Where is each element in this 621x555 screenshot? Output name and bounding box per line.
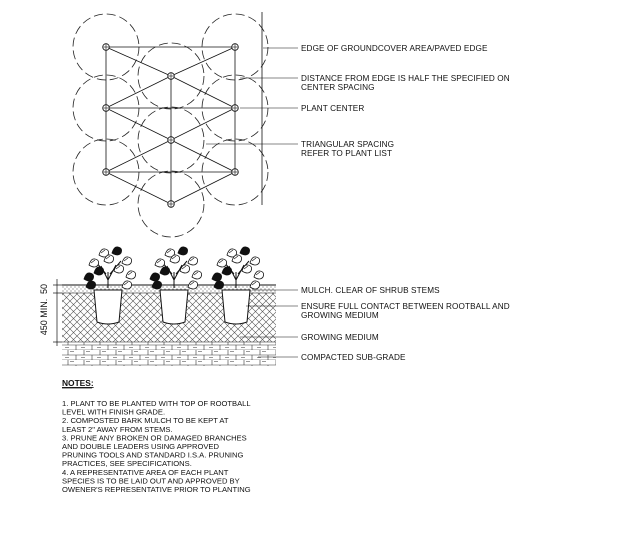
- callout-spacing-line-1: TRIANGULAR SPACING: [301, 140, 394, 149]
- note-line: PRUNING TOOLS AND STANDARD I.S.A. PRUNIN…: [62, 451, 244, 460]
- growing-medium-depth-dimension: 450 MIN.: [39, 299, 49, 336]
- callout-plant-center: PLANT CENTER: [240, 104, 364, 113]
- plant-center-symbol: [102, 43, 110, 51]
- spacing-line: [170, 46, 236, 77]
- callout-edge-text: EDGE OF GROUNDCOVER AREA/PAVED EDGE: [301, 44, 488, 53]
- callout-subgrade: COMPACTED SUB-GRADE: [258, 353, 406, 362]
- plant-center-symbol: [231, 168, 239, 176]
- plant-center-symbol: [231, 43, 239, 51]
- rootball: [159, 289, 189, 325]
- rootball: [221, 289, 251, 325]
- shrubs: [83, 246, 264, 290]
- callout-spacing-line-2: REFER TO PLANT LIST: [301, 149, 392, 158]
- note-line: 3. PRUNE ANY BROKEN OR DAMAGED BRANCHES: [62, 433, 247, 442]
- plant-spread-circle: [137, 106, 205, 174]
- svg-text:PLANT CENTER: PLANT CENTER: [301, 104, 364, 113]
- triangular-spacing-lines: [105, 46, 236, 205]
- svg-text:MULCH. CLEAR OF SHRUB STEMS: MULCH. CLEAR OF SHRUB STEMS: [301, 286, 440, 295]
- note-line: 1. PLANT TO BE PLANTED WITH TOP OF ROOTB…: [62, 399, 250, 408]
- plant-center-symbol: [167, 136, 175, 144]
- plant-center-symbol: [167, 200, 175, 208]
- spacing-line: [105, 139, 172, 173]
- shrub: [211, 246, 264, 290]
- callout-mulch-text: MULCH. CLEAR OF SHRUB STEMS: [301, 286, 440, 295]
- shrub: [83, 246, 136, 290]
- callout-rootball-contact: ENSURE FULL CONTACT BETWEEN ROOTBALL AND…: [246, 302, 512, 320]
- plant-spread-circle: [201, 13, 269, 81]
- note-line: PRACTICES, SEE SPECIFICATIONS.: [62, 459, 192, 468]
- svg-text:1. PLANT TO BE PLANTED WITH TO: 1. PLANT TO BE PLANTED WITH TOP OF ROOTB…: [62, 399, 252, 494]
- spacing-line: [170, 171, 236, 205]
- note-line: AND DOUBLE LEADERS USING APPROVED: [62, 442, 219, 451]
- svg-text:GROWING MEDIUM: GROWING MEDIUM: [301, 333, 379, 342]
- spacing-line: [105, 46, 172, 77]
- svg-text:ENSURE FULL CONTACT BETWEEN RO: ENSURE FULL CONTACT BETWEEN ROOTBALL AND…: [301, 302, 512, 320]
- note-line: 4. A REPRESENTATIVE AREA OF EACH PLANT: [62, 468, 229, 477]
- spacing-line: [170, 75, 236, 109]
- plant-center-symbols: [102, 43, 239, 208]
- note-line: LEAST 2" AWAY FROM STEMS.: [62, 425, 173, 434]
- svg-text:TRIANGULAR SPACING REF: TRIANGULAR SPACING REFER TO PLANT LIST: [301, 140, 396, 158]
- plant-center-symbol: [102, 168, 110, 176]
- svg-text:EDGE OF GROUNDCOVER AREA/PAVED: EDGE OF GROUNDCOVER AREA/PAVED EDGE: [301, 44, 488, 53]
- callout-contact-line-1: ENSURE FULL CONTACT BETWEEN ROOTBALL AND: [301, 302, 510, 311]
- dimension-strings: 50 450 MIN.: [39, 279, 62, 346]
- rootball: [93, 289, 123, 325]
- callout-growing-medium: GROWING MEDIUM: [240, 333, 379, 342]
- callout-mulch: MULCH. CLEAR OF SHRUB STEMS: [252, 286, 440, 295]
- plant-spread-circle: [201, 138, 269, 206]
- spacing-line: [170, 107, 236, 141]
- plant-center-symbol: [231, 104, 239, 112]
- spacing-line: [170, 139, 236, 173]
- plant-spread-circle: [137, 170, 205, 238]
- mulch-layer: [62, 285, 276, 293]
- callout-distance-line-1: DISTANCE FROM EDGE IS HALF THE SPECIFIED…: [301, 74, 510, 83]
- section-callouts: MULCH. CLEAR OF SHRUB STEMS ENSURE FULL …: [240, 286, 512, 362]
- spacing-line: [105, 107, 172, 141]
- note-line: 2. COMPOSTED BARK MULCH TO BE KEPT AT: [62, 416, 229, 425]
- note-line: LEVEL WITH FINISH GRADE.: [62, 408, 165, 417]
- svg-text:COMPACTED SUB-GRADE: COMPACTED SUB-GRADE: [301, 353, 406, 362]
- callout-contact-line-2: GROWING MEDIUM: [301, 311, 379, 320]
- notes-block: NOTES: 1. PLANT TO BE PLANTED WITH TOP O…: [62, 378, 252, 494]
- spacing-line: [105, 75, 172, 109]
- plant-center-symbol: [167, 72, 175, 80]
- plan-callouts: EDGE OF GROUNDCOVER AREA/PAVED EDGE DIST…: [206, 44, 512, 158]
- note-line: OWENER'S REPRESENTATIVE PRIOR TO PLANTIN…: [62, 485, 251, 494]
- plant-spread-circle: [137, 42, 205, 110]
- spacing-line: [105, 171, 172, 205]
- callout-distance: DISTANCE FROM EDGE IS HALF THE SPECIFIED…: [240, 74, 512, 92]
- callout-medium-text: GROWING MEDIUM: [301, 333, 379, 342]
- callout-distance-line-2: CENTER SPACING: [301, 83, 375, 92]
- rootballs: [93, 289, 251, 325]
- svg-text:DISTANCE FROM EDGE IS HALF THE: DISTANCE FROM EDGE IS HALF THE SPECIFIED…: [301, 74, 512, 92]
- callout-triangular-spacing: TRIANGULAR SPACING REFER TO PLANT LIST: [206, 140, 396, 158]
- compacted-subgrade: [62, 342, 276, 366]
- note-line: SPECIES IS TO BE LAID OUT AND APPROVED B…: [62, 476, 240, 485]
- notes-title: NOTES:: [62, 378, 94, 388]
- callout-center-text: PLANT CENTER: [301, 104, 364, 113]
- plant-center-symbol: [102, 104, 110, 112]
- callout-edge: EDGE OF GROUNDCOVER AREA/PAVED EDGE: [263, 44, 488, 53]
- callout-subgrade-text: COMPACTED SUB-GRADE: [301, 353, 406, 362]
- mulch-depth-dimension: 50: [39, 284, 49, 294]
- shrub: [149, 246, 202, 290]
